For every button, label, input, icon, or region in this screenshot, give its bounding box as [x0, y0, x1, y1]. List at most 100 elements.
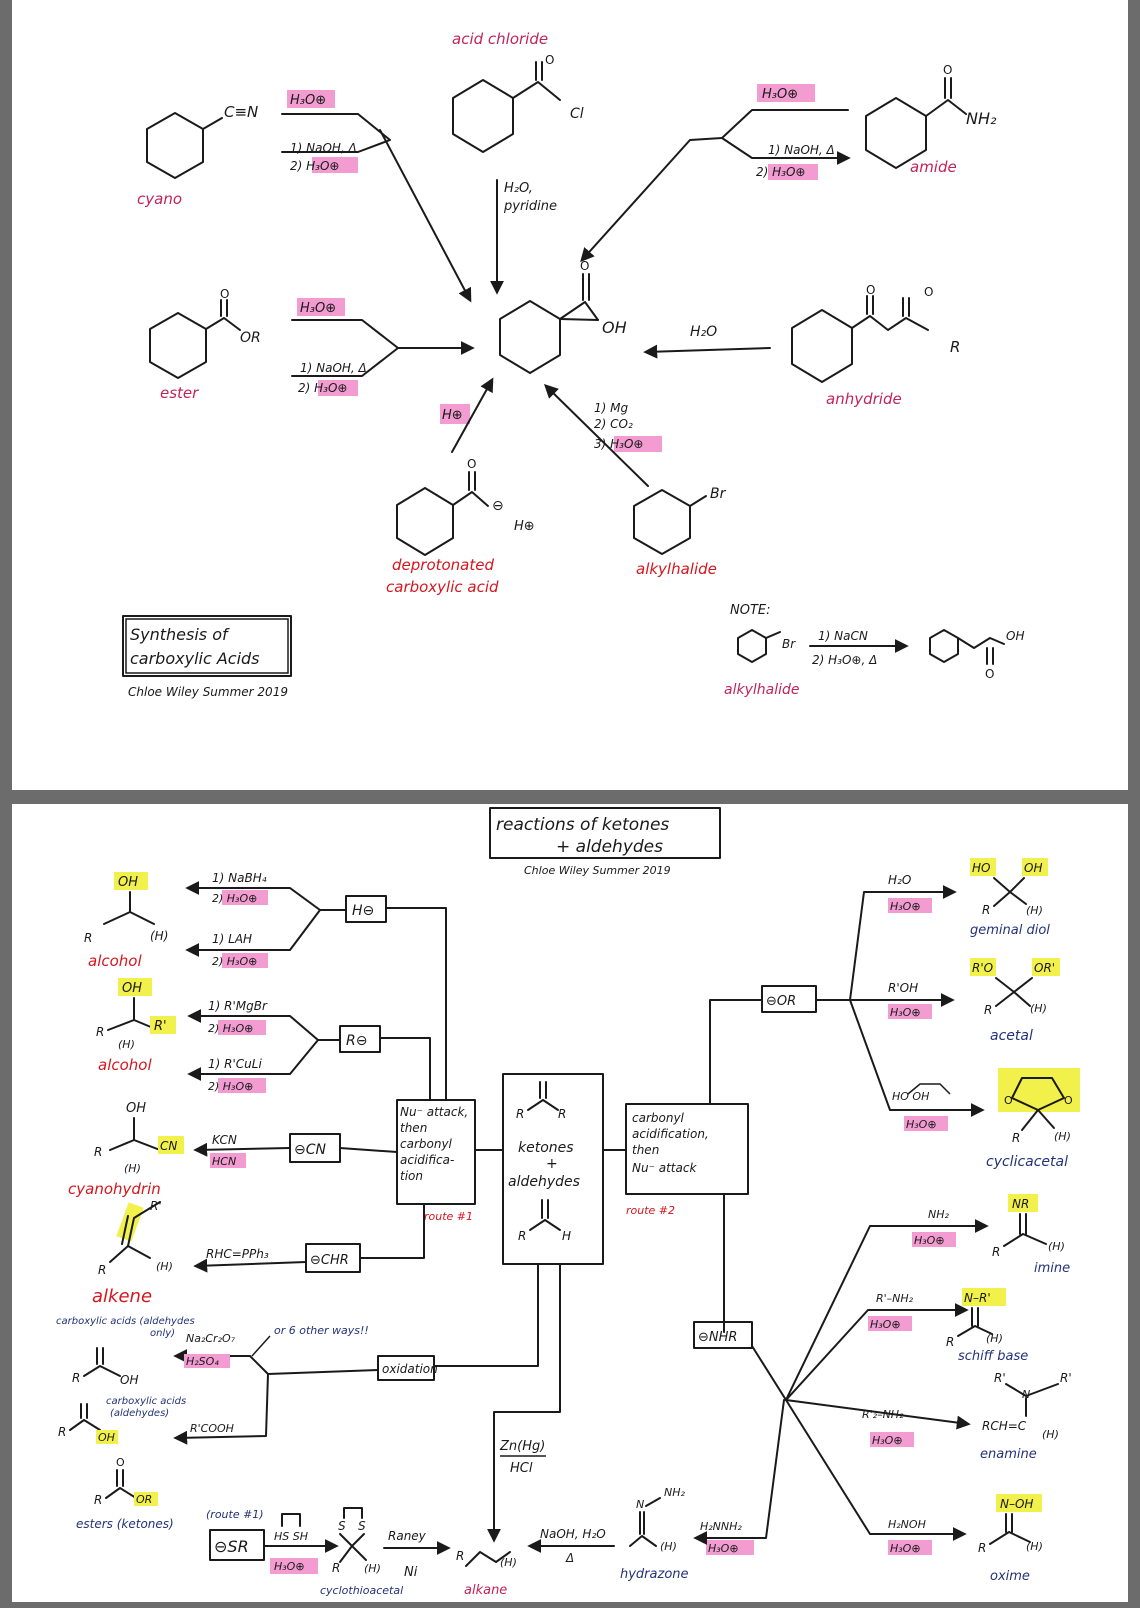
- svg-text:alcohol: alcohol: [98, 1056, 152, 1074]
- svg-text:H⊕: H⊕: [442, 408, 463, 423]
- svg-text:cyano: cyano: [137, 190, 182, 208]
- svg-text:S: S: [358, 1519, 366, 1533]
- svg-text:R: R: [518, 1229, 526, 1243]
- svg-text:R'₂–NH₂: R'₂–NH₂: [862, 1408, 904, 1421]
- svg-text:OR: OR: [136, 1493, 152, 1506]
- imine: NR R (H) imine: [992, 1194, 1070, 1276]
- bottom-sheet: [12, 804, 1128, 1602]
- svg-text:R: R: [984, 1003, 992, 1017]
- svg-text:NaOH, H₂O: NaOH, H₂O: [540, 1527, 606, 1541]
- top-diagram: O OH acid chloride O Cl H₂O, pyridine C≡…: [122, 30, 1024, 699]
- hydride-branch: H⊖ 1) NaBH₄ 2) H₃O⊕ 1) LAH 2) H₃O⊕ OH R …: [84, 871, 447, 1101]
- svg-text:C≡N: C≡N: [224, 103, 258, 121]
- svg-text:H⊕: H⊕: [514, 519, 535, 534]
- acid-chloride-label: acid chloride: [452, 30, 548, 48]
- svg-text:RHC=PPh₃: RHC=PPh₃: [206, 1247, 269, 1261]
- svg-text:Δ: Δ: [565, 1551, 574, 1565]
- svg-text:OH: OH: [126, 1101, 146, 1116]
- svg-text:then: then: [632, 1143, 659, 1157]
- svg-text:1) NaOH, Δ: 1) NaOH, Δ: [290, 141, 357, 155]
- svg-text:2) H₃O⊕: 2) H₃O⊕: [208, 1022, 253, 1035]
- top-title-line2: carboxylic Acids: [130, 649, 260, 668]
- svg-text:⊖NHR: ⊖NHR: [698, 1330, 737, 1345]
- svg-text:R: R: [84, 931, 92, 945]
- alkoxide-branch: ⊖OR H₂O H₃O⊕ R'OH H₃O⊕ HO OH H₃O⊕: [709, 873, 985, 1131]
- svg-text:1) NaOH, Δ: 1) NaOH, Δ: [768, 143, 835, 157]
- svg-text:R: R: [558, 1107, 566, 1121]
- svg-text:O: O: [943, 63, 952, 77]
- svg-text:anhydride: anhydride: [826, 390, 902, 408]
- svg-text:reactions of ketones: reactions of ketones: [496, 815, 669, 835]
- svg-text:2) H₃O⊕: 2) H₃O⊕: [208, 1080, 253, 1093]
- cyanide-branch: ⊖CN KCN HCN OH R (H) CN cyanohydrin: [68, 1101, 398, 1198]
- svg-text:O: O: [924, 285, 933, 299]
- svg-text:R: R: [98, 1263, 106, 1277]
- ylide-branch: ⊖CHR RHC=PPh₃ R' R (H) alkene: [92, 1199, 425, 1307]
- svg-text:1) R'CuLi: 1) R'CuLi: [208, 1057, 262, 1071]
- svg-text:alkylhalide: alkylhalide: [636, 560, 717, 578]
- svg-text:⊖SR: ⊖SR: [214, 1537, 249, 1556]
- alkylhalide: Br alkylhalide 1) Mg 2) CO₂ 3) H₃O⊕: [544, 384, 727, 578]
- svg-text:OH: OH: [122, 981, 142, 996]
- svg-text:+ aldehydes: + aldehydes: [556, 837, 663, 857]
- svg-text:1) NaBH₄: 1) NaBH₄: [212, 871, 267, 885]
- carbanion-branch: R⊖ 1) R'MgBr 2) H₃O⊕ 1) R'CuLi 2) H₃O⊕ O…: [96, 978, 431, 1101]
- thioacetal-branch: (route #1) ⊖SR HS SH H₃O⊕ S S R (H) cycl…: [206, 1263, 615, 1598]
- svg-text:aldehydes: aldehydes: [508, 1174, 580, 1190]
- svg-text:O: O: [1004, 1094, 1013, 1107]
- svg-text:Raney: Raney: [388, 1529, 427, 1543]
- top-title-line1: Synthesis of: [130, 625, 230, 644]
- svg-text:then: then: [400, 1121, 427, 1135]
- svg-text:R: R: [982, 903, 990, 917]
- svg-text:R: R: [72, 1371, 80, 1385]
- svg-text:1) NaOH, Δ: 1) NaOH, Δ: [300, 361, 367, 375]
- svg-text:alkane: alkane: [464, 1583, 507, 1598]
- svg-text:2) H₃O⊕: 2) H₃O⊕: [290, 159, 339, 173]
- svg-text:O: O: [467, 457, 476, 471]
- svg-text:NH₂: NH₂: [928, 1208, 950, 1221]
- svg-text:O: O: [1064, 1094, 1073, 1107]
- svg-text:R⊖: R⊖: [346, 1033, 367, 1049]
- svg-text:R: R: [58, 1425, 66, 1439]
- oxime: N–OH R (H) oxime: [978, 1494, 1043, 1584]
- svg-text:R: R: [516, 1107, 524, 1121]
- route2-box: carbonyl acidification, then Nu⁻ attack …: [602, 1103, 749, 1217]
- svg-text:NOTE:: NOTE:: [730, 603, 771, 618]
- svg-text:geminal diol: geminal diol: [970, 923, 1050, 938]
- svg-text:H₃O⊕: H₃O⊕: [870, 1318, 901, 1331]
- svg-text:R: R: [950, 338, 960, 356]
- svg-text:OH: OH: [1024, 861, 1042, 875]
- svg-text:Cl: Cl: [570, 106, 584, 122]
- svg-text:R: R: [94, 1493, 102, 1507]
- svg-text:pyridine: pyridine: [503, 199, 557, 214]
- svg-text:H₃O⊕: H₃O⊕: [708, 1542, 739, 1555]
- svg-text:OH: OH: [98, 1431, 115, 1444]
- center-oh: OH: [602, 318, 627, 337]
- svg-text:H₃O⊕: H₃O⊕: [300, 301, 336, 316]
- svg-text:acidifica-: acidifica-: [400, 1153, 454, 1167]
- svg-text:R: R: [456, 1549, 464, 1563]
- svg-text:H₃O⊕: H₃O⊕: [914, 1234, 945, 1247]
- svg-text:⊖: ⊖: [492, 498, 504, 514]
- svg-text:2) CO₂: 2) CO₂: [594, 417, 633, 431]
- svg-text:R'O: R'O: [972, 961, 993, 975]
- svg-text:R: R: [992, 1245, 1000, 1259]
- svg-text:O: O: [580, 259, 589, 273]
- svg-text:H₂SO₄: H₂SO₄: [186, 1355, 219, 1368]
- svg-text:Br: Br: [710, 486, 727, 502]
- svg-text:(route #1): (route #1): [206, 1508, 264, 1521]
- svg-text:HS SH: HS SH: [274, 1530, 308, 1543]
- svg-text:2) H₃O⊕: 2) H₃O⊕: [212, 892, 257, 905]
- svg-text:OR: OR: [240, 330, 261, 346]
- svg-text:1) R'MgBr: 1) R'MgBr: [208, 999, 268, 1013]
- svg-text:R: R: [946, 1335, 954, 1349]
- svg-text:H₃O⊕: H₃O⊕: [890, 1542, 921, 1555]
- svg-text:ester: ester: [160, 384, 199, 402]
- svg-text:R: R: [1012, 1131, 1020, 1145]
- svg-text:oxime: oxime: [990, 1569, 1030, 1584]
- svg-text:O: O: [220, 287, 229, 301]
- svg-text:R': R': [154, 1019, 167, 1034]
- ester: O OR ester H₃O⊕ 1) NaOH, Δ 2) H₃O⊕: [149, 287, 475, 402]
- svg-text:Br: Br: [782, 637, 796, 651]
